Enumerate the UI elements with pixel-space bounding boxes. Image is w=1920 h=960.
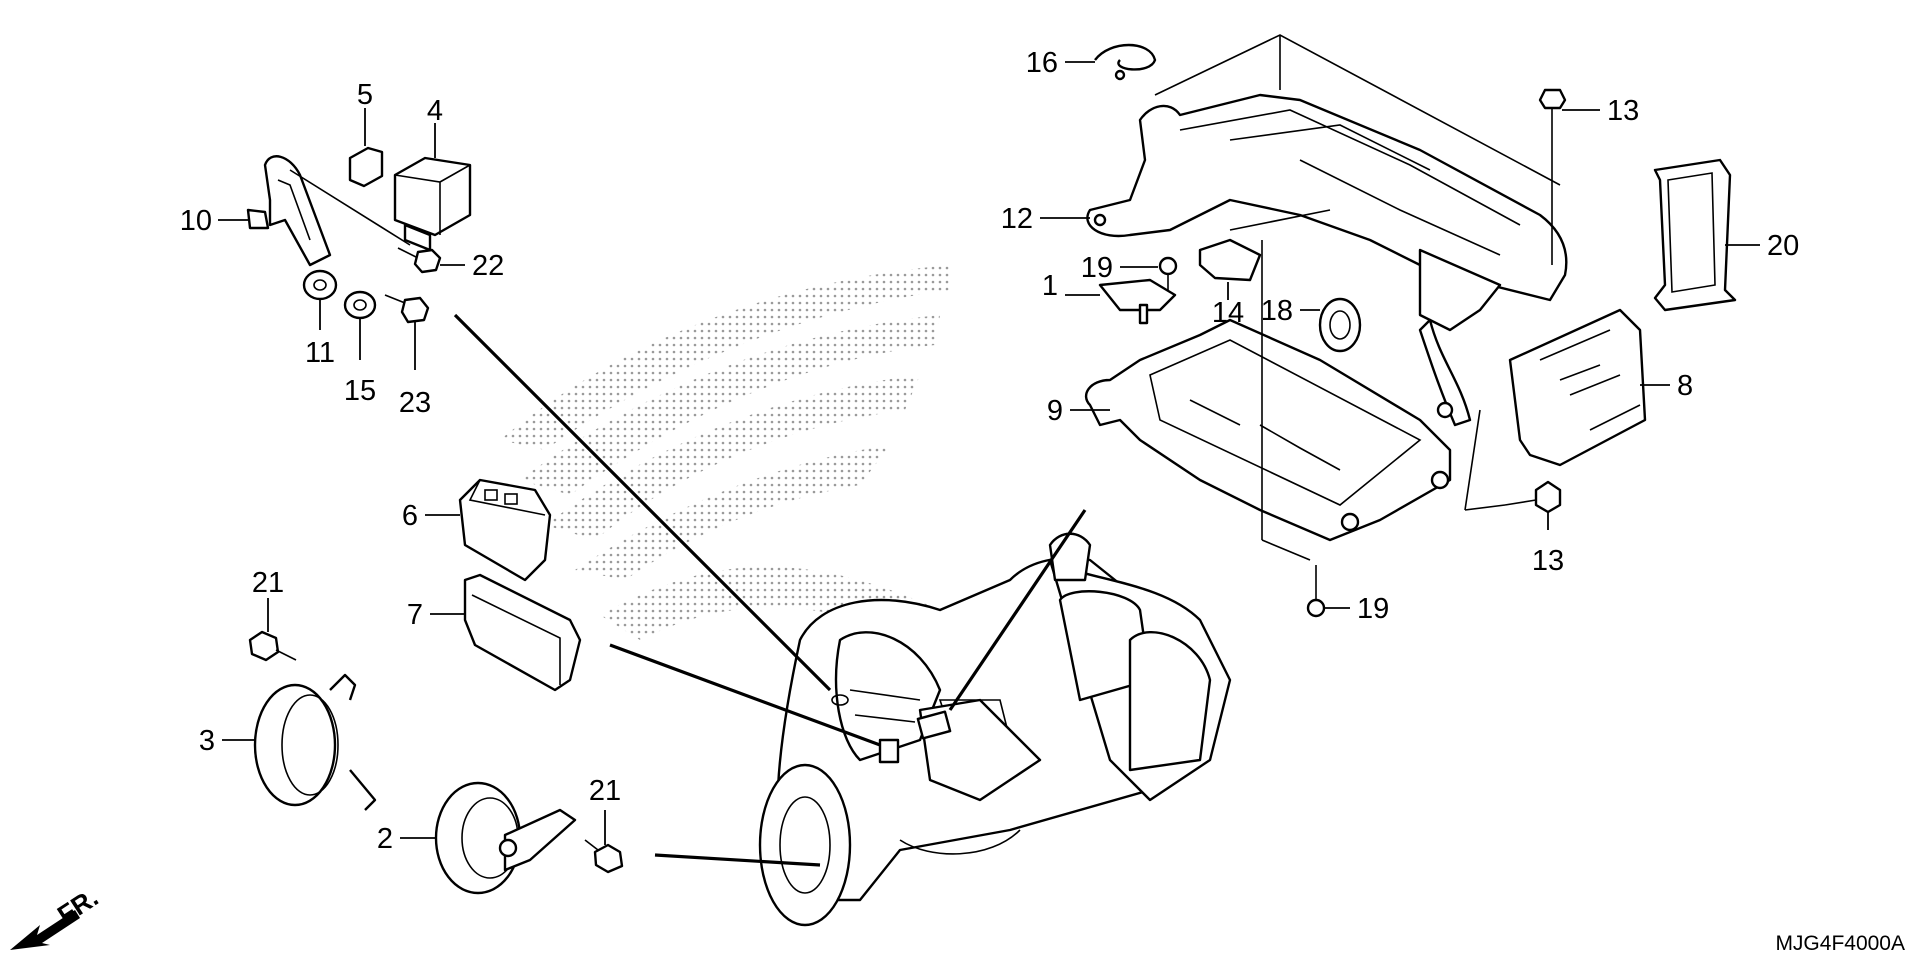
callout-11: 11 — [305, 337, 335, 369]
part-bracket-14 — [1198, 209, 1331, 300]
callout-22: 22 — [472, 250, 504, 282]
callout-23: 23 — [399, 387, 431, 419]
diagram-code: MJG4F4000A — [1775, 932, 1905, 955]
part-horn-2 — [400, 781, 577, 895]
part-bolt-22 — [397, 247, 465, 274]
part-washer-11 — [302, 269, 338, 330]
part-grommet-15 — [343, 290, 377, 360]
part-bolt-21-upper — [248, 598, 297, 662]
part-frame-12 — [1040, 34, 1568, 427]
callout-9: 9 — [1047, 395, 1063, 427]
callout-1: 1 — [1042, 270, 1058, 302]
motorcycle-illustration — [758, 532, 1232, 927]
part-bracket-10 — [218, 155, 411, 267]
callout-21-lower: 21 — [589, 775, 621, 807]
callout-7: 7 — [407, 599, 423, 631]
part-clamp-18 — [1300, 297, 1362, 353]
part-strap-20 — [1653, 158, 1760, 312]
part-bolt-13-upper — [1538, 88, 1600, 265]
part-bolt-21-lower — [584, 810, 624, 874]
part-screw-19-lower — [1306, 565, 1350, 618]
part-clip-16 — [1065, 43, 1157, 81]
callout-5: 5 — [357, 79, 373, 111]
callout-13-lower: 13 — [1532, 545, 1564, 577]
pointer-lines — [453, 313, 1087, 867]
part-relay-4 — [393, 123, 472, 252]
callout-15: 15 — [344, 375, 376, 407]
callout-14: 14 — [1212, 297, 1244, 329]
callout-16: 16 — [1026, 47, 1058, 79]
callout-4: 4 — [427, 95, 443, 127]
callout-labels: 1 2 3 4 5 6 7 8 9 10 11 12 13 13 14 15 1… — [180, 47, 1800, 855]
part-bolt-23 — [384, 294, 430, 370]
callout-19-upper: 19 — [1081, 252, 1113, 284]
part-tray-9 — [1070, 240, 1452, 561]
part-bolt-13-lower — [1464, 409, 1562, 530]
part-fuse-5 — [348, 108, 384, 188]
part-case-7 — [430, 573, 582, 692]
front-direction-arrow-icon: FR. — [10, 882, 103, 950]
callout-10: 10 — [180, 205, 212, 237]
part-unit-6 — [425, 478, 552, 582]
callout-3: 3 — [199, 725, 215, 757]
part-horn-3 — [222, 673, 377, 811]
callout-13-upper: 13 — [1607, 95, 1639, 127]
callout-6: 6 — [402, 500, 418, 532]
part-sensor-1 — [1065, 278, 1177, 325]
callout-2: 2 — [377, 823, 393, 855]
callout-18: 18 — [1261, 295, 1293, 327]
callout-8: 8 — [1677, 370, 1693, 402]
callout-12: 12 — [1001, 203, 1033, 235]
callout-20: 20 — [1767, 230, 1799, 262]
callout-21-upper: 21 — [252, 567, 284, 599]
part-control-unit-8 — [1508, 308, 1670, 467]
callout-19-lower: 19 — [1357, 593, 1389, 625]
